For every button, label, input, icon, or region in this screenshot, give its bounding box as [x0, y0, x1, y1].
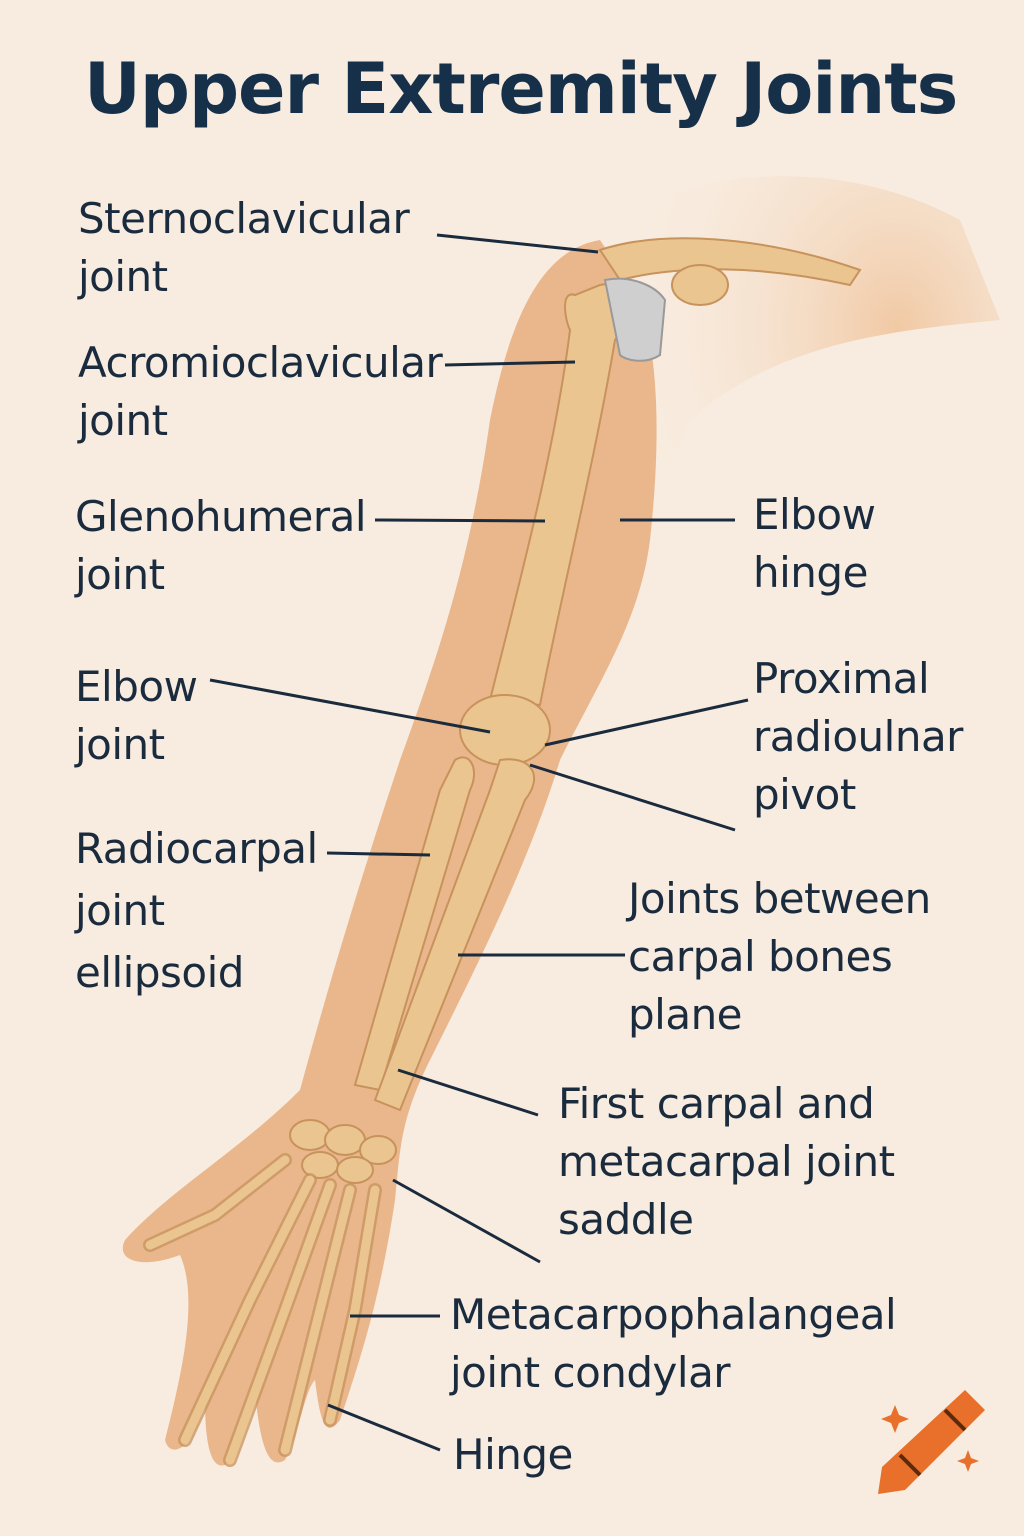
label-carpal-bones: Joints between carpal bones plane	[628, 870, 931, 1044]
label-line: Elbow	[753, 490, 876, 539]
label-line: plane	[628, 990, 743, 1039]
label-line: Radiocarpal	[75, 824, 318, 873]
label-first-carpometacarpal: First carpal and metacarpal joint saddle	[558, 1075, 895, 1249]
label-line: saddle	[558, 1195, 694, 1244]
clavicle-bone	[598, 237, 862, 287]
label-line: Acromioclavicular	[78, 338, 443, 387]
label-line: Elbow	[75, 662, 198, 711]
label-line: joint	[78, 396, 168, 445]
label-line: ellipsoid	[75, 948, 244, 997]
label-line: radioulnar	[753, 712, 963, 761]
shoulder-capsule	[603, 277, 667, 362]
label-hinge: Hinge	[453, 1426, 573, 1484]
label-metacarpophalangeal: Metacarpophalangeal joint condylar	[450, 1286, 897, 1402]
label-radiocarpal: Radiocarpal joint ellipsoid	[75, 818, 318, 1004]
label-sternoclavicular: Sternoclavicular joint	[78, 190, 410, 306]
label-line: Metacarpophalangeal	[450, 1290, 897, 1339]
label-elbow-hinge: Elbow hinge	[753, 486, 876, 602]
label-line: hinge	[753, 548, 868, 597]
label-line: carpal bones	[628, 932, 893, 981]
label-line: joint condylar	[450, 1348, 731, 1397]
radius-bone	[353, 756, 475, 1092]
label-line: First carpal and	[558, 1079, 875, 1128]
leader-lines	[209, 233, 749, 1452]
label-line: joint	[75, 720, 165, 769]
label-line: Glenohumeral	[75, 492, 367, 541]
label-line: joint	[78, 252, 168, 301]
label-line: Joints between	[628, 874, 931, 923]
label-proximal-radioulnar: Proximal radioulnar pivot	[753, 650, 963, 824]
label-line: Hinge	[453, 1430, 573, 1479]
carpal-bones	[289, 1119, 397, 1184]
page-title: Upper Extremity Joints	[84, 48, 958, 130]
label-line: joint	[75, 886, 165, 935]
label-line: Proximal	[753, 654, 930, 703]
label-line: joint	[75, 550, 165, 599]
label-glenohumeral: Glenohumeral joint	[75, 488, 367, 604]
label-line: Sternoclavicular	[78, 194, 410, 243]
label-acromioclavicular: Acromioclavicular joint	[78, 334, 443, 450]
label-elbow-joint: Elbow joint	[75, 658, 198, 774]
label-line: metacarpal joint	[558, 1137, 895, 1186]
crayon-logo-icon	[878, 1390, 985, 1494]
ulna-bone	[373, 758, 536, 1112]
label-line: pivot	[753, 770, 856, 819]
